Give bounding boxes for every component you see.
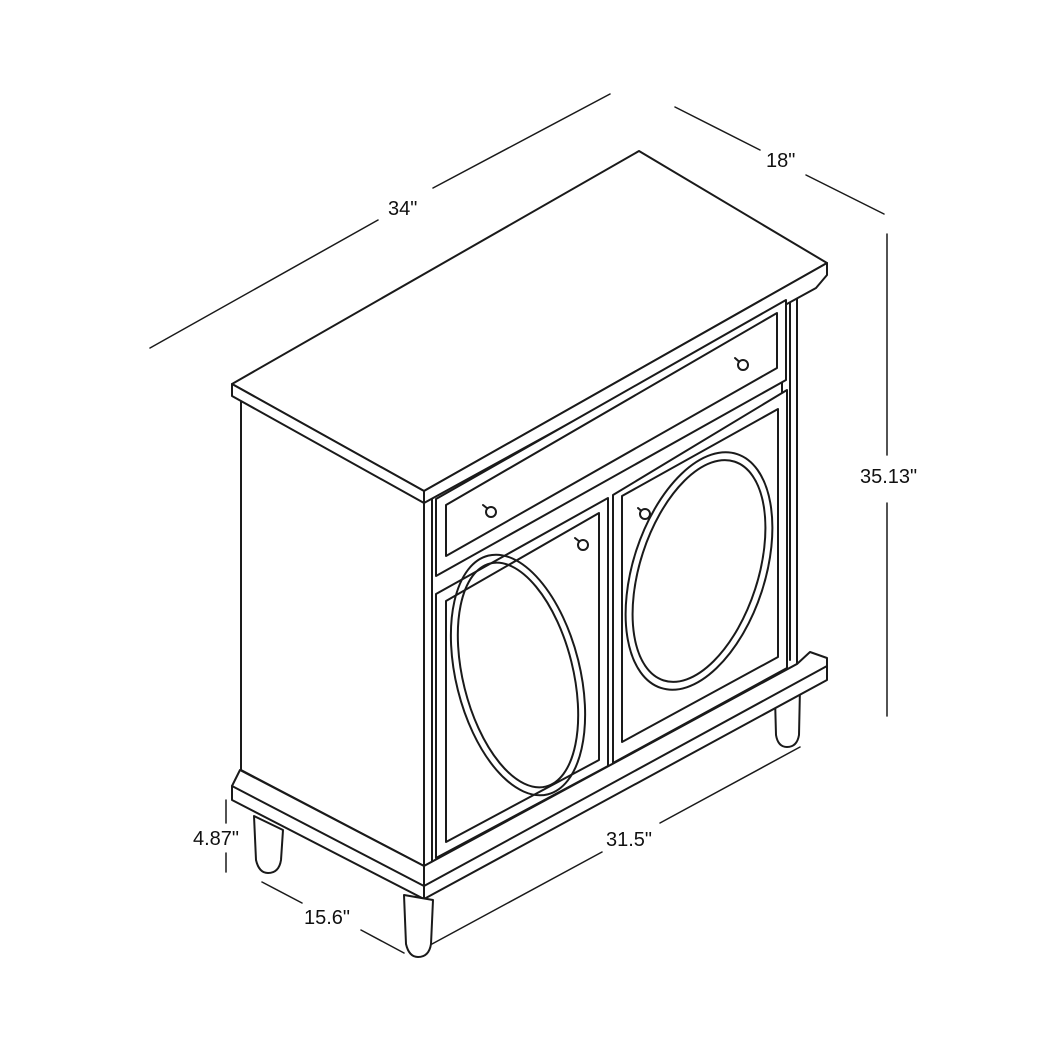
cabinet-drawing [231, 150, 828, 958]
depth-dimension-line-a [674, 106, 761, 151]
depth-dimension-line-b [805, 174, 885, 215]
leg-depth-dimension-line-a [261, 881, 303, 904]
leg-depth-dimension-line-b [360, 929, 405, 954]
leg-front-left [253, 815, 284, 874]
top-slab [231, 150, 828, 504]
leg-width-dimension-line-a [431, 851, 603, 945]
leg-width-dimension-line-b [659, 746, 801, 824]
door-right [612, 389, 788, 764]
door-right-knob-icon [637, 507, 651, 520]
leg-depth-label: 15.6" [304, 907, 350, 929]
base-plinth [231, 651, 828, 900]
width-dimension-line-a [149, 219, 379, 349]
drawer-knob-left-icon [482, 504, 497, 518]
depth-label: 18" [766, 150, 795, 172]
width-label: 34" [388, 198, 417, 220]
dimension-lines [149, 93, 888, 954]
door-left-knob-icon [574, 537, 589, 551]
dimension-labels: 34" 18" 35.13" 4.87" 15.6" 31.5" [193, 150, 917, 929]
height-label: 35.13" [860, 466, 917, 488]
width-dimension-line-b [432, 93, 611, 189]
door-left [435, 497, 609, 859]
drawer-knob-right-icon [734, 357, 749, 371]
leg-width-label: 31.5" [606, 829, 652, 851]
leg-front-center [403, 894, 434, 958]
drawer [435, 299, 787, 577]
leg-height-label: 4.87" [193, 828, 239, 850]
